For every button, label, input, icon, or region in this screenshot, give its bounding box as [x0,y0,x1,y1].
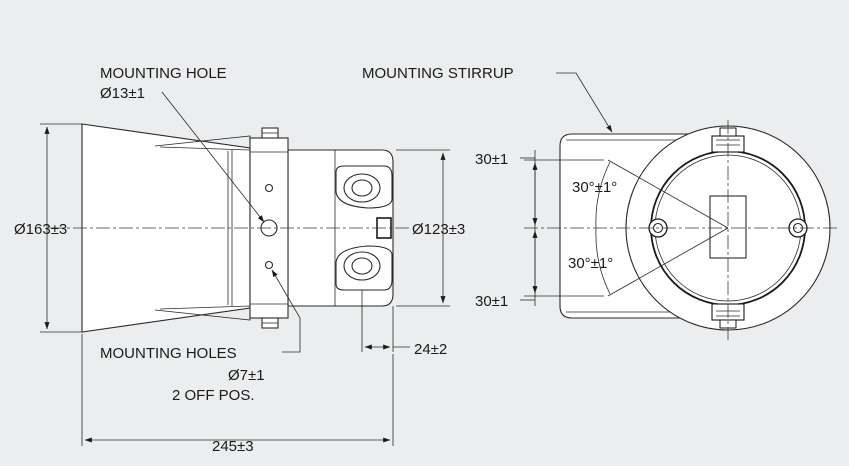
upper-mounting-lug [335,165,393,209]
mounting-hole-small-top [264,183,274,193]
mounting-hole-small-bottom [264,260,274,270]
body-diameter-dim: Ø123±3 [412,221,465,238]
horn-diameter-dim: Ø163±3 [14,221,67,238]
bottom-offset-dim: 30±1 [475,293,508,310]
top-offset-dim: 30±1 [475,151,508,168]
top-bolt [261,127,279,139]
overall-length-dim: 245±3 [212,438,254,455]
mounting-hole-leader [161,91,265,223]
front-view: 30±1 30±1 30°±1° 30°±1° MOUNTING STIRRUP [362,65,838,340]
mounting-hole-label: MOUNTING HOLE [100,65,227,82]
mounting-holes-qty: 2 OFF POS. [172,387,255,404]
upper-angle-dim: 30°±1° [572,179,617,196]
lower-mounting-lug [335,245,393,291]
bottom-bolt [261,317,279,329]
mounting-holes-dim: Ø7±1 [228,367,265,384]
mounting-holes-label: MOUNTING HOLES [100,345,237,362]
mounting-hole-dim: Ø13±1 [100,85,145,102]
mounting-stirrup-leader [556,72,613,133]
lower-angle-dim: 30°±1° [568,255,613,272]
mounting-stirrup-label: MOUNTING STIRRUP [362,65,514,82]
mounting-holes-leader [271,269,301,353]
bracket-offset-dim: 24±2 [414,341,447,358]
side-view: Ø163±3 Ø123±3 24±2 245±3 MOUNTING HOLE Ø… [14,65,465,455]
